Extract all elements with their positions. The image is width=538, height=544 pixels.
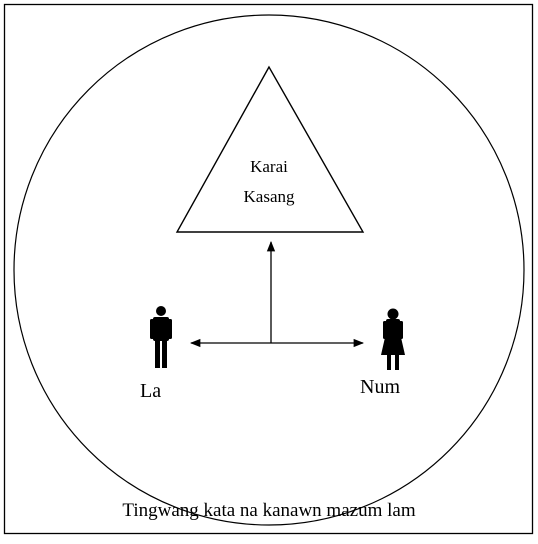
karai-kasang-triangle bbox=[175, 65, 365, 233]
outer-frame bbox=[3, 3, 534, 535]
man-icon bbox=[150, 306, 172, 368]
left-figure-label: La bbox=[140, 380, 162, 402]
right-figure-label: Num bbox=[360, 376, 400, 398]
triangle-label-line1: Karai bbox=[250, 157, 288, 176]
woman-icon bbox=[381, 308, 405, 370]
diagram-caption: Tingwang kata na kanawn mazum lam bbox=[122, 500, 416, 521]
triangle-label-line2: Kasang bbox=[243, 187, 295, 206]
outer-circle bbox=[13, 14, 525, 526]
